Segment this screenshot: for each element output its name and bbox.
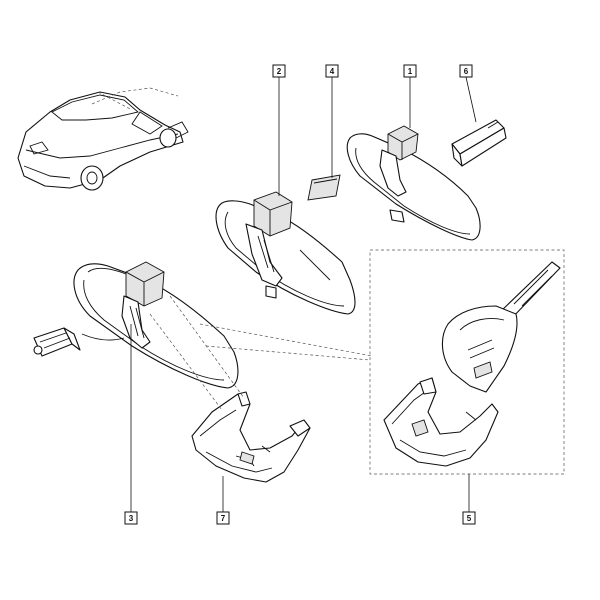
callout-2-text: 2: [277, 67, 282, 76]
vehicle-overview-illustration: [17, 87, 189, 191]
part-7-lower-trim-cover: [191, 391, 311, 483]
leader-lines: [130, 76, 477, 512]
callout-5: 5: [462, 511, 476, 525]
part-3-mirror-with-sensor: [33, 261, 239, 389]
callout-4: 4: [325, 64, 339, 78]
callout-7: 7: [216, 511, 230, 525]
callout-6: 6: [459, 64, 473, 78]
callout-5-text: 5: [467, 514, 472, 523]
part-4-adhesive-pad: [307, 174, 341, 201]
callout-3-text: 3: [129, 514, 134, 523]
callout-1-text: 1: [408, 67, 413, 76]
callout-4-text: 4: [330, 67, 335, 76]
part-6-cover: [451, 119, 507, 167]
part-5-housing-assembly: [383, 261, 561, 467]
callout-3: 3: [124, 511, 138, 525]
callout-7-text: 7: [221, 514, 226, 523]
callout-6-text: 6: [464, 67, 469, 76]
part-2-mirror-with-bracket: [215, 191, 356, 315]
projection-lines: [149, 295, 373, 411]
part-1-mirror: [346, 125, 481, 241]
callout-2: 2: [272, 64, 286, 78]
callout-1: 1: [403, 64, 417, 78]
